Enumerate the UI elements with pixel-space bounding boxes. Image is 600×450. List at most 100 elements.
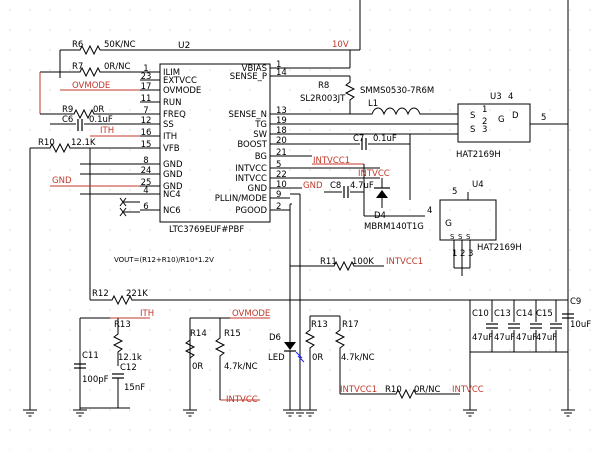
u4-lbl-s1: S: [450, 233, 455, 241]
resistor-r17[interactable]: R17 4.7k/NC: [334, 316, 375, 394]
c14-ref: C14: [516, 309, 533, 319]
u4-pin4: 4: [427, 206, 432, 216]
u4-pin1: 1: [452, 249, 457, 259]
net-10v-rail[interactable]: 10V: [100, 0, 361, 51]
r14-value: 0R: [192, 362, 203, 372]
u3-lbl-s1: S: [470, 111, 475, 121]
u4-part: HAT2169H: [477, 243, 522, 253]
ic-u2-refdes: U2: [178, 41, 190, 51]
u2-left-pin-name: NC6: [163, 206, 181, 216]
u2-left-pin-number: 6: [143, 202, 148, 212]
inductor-l1[interactable]: L1 SMMS0530-7R6M: [350, 86, 458, 116]
ic-u2-left-pins: ILIM1EXTVCC23OVMODE17RUN11FREQ7SS12ITH16…: [140, 64, 201, 216]
c13-ref: C13: [494, 309, 511, 319]
resistor-r10-fb[interactable]: R10 12.1K: [30, 138, 140, 154]
capacitor-c14[interactable]: C14 47uF: [516, 300, 542, 352]
resistor-r12[interactable]: R12 221K: [90, 289, 568, 306]
u2-right-pin-name: SENSE_N: [229, 110, 268, 120]
l1-value: SMMS0530-7R6M: [360, 86, 434, 96]
u2-right-pin-number: 14: [276, 68, 287, 78]
net-ovmode-r15: OVMODE: [232, 309, 270, 319]
r15-value: 4.7k/NC: [224, 362, 258, 372]
u4-lbl-g: G: [445, 219, 452, 229]
c15-value: 47uF: [536, 333, 557, 343]
resistor-r9[interactable]: R9 0R: [40, 105, 140, 120]
u2-right-pin-number: 20: [276, 136, 287, 146]
u4-pin5: 5: [452, 187, 457, 197]
c12-value: 15nF: [124, 383, 145, 393]
net-intvcc1-r11: INTVCC1: [386, 257, 423, 267]
u3-pin4: 4: [508, 92, 513, 102]
net-ith-left: ITH: [100, 126, 114, 136]
u2-right-pin-number: 2: [276, 202, 281, 212]
d4-ref: D4: [374, 211, 386, 221]
c12-ref: C12: [120, 363, 137, 373]
u3-lbl-d: D: [512, 111, 519, 121]
u2-right-pin-number: 18: [276, 126, 287, 136]
ground-symbol: [73, 409, 87, 417]
c7-ref: C7: [353, 134, 364, 144]
net-intvcc-r15: INTVCC: [226, 395, 258, 405]
u2-left-pin-number: 11: [141, 94, 152, 104]
capacitor-c12[interactable]: C12 15nF: [112, 363, 145, 408]
ground-symbols: [23, 409, 575, 417]
capacitor-c7[interactable]: C7 0.1uF: [353, 134, 410, 150]
resistor-r15[interactable]: R15 4.7k/NC: [214, 318, 258, 400]
capacitor-c8[interactable]: C8 4.7uF: [324, 181, 374, 198]
resistor-r13-intvcc[interactable]: R13 0R: [304, 316, 328, 410]
u2-right-pin-name: SENSE_P: [230, 72, 267, 82]
diode-d4[interactable]: D4 MBRM140T1G: [364, 178, 424, 232]
ic-u2[interactable]: U2 LTC3769EUF#PBF ILIM1EXTVCC23OVMODE17R…: [140, 41, 290, 235]
capacitor-c9[interactable]: C9 10uF: [562, 297, 591, 330]
ic-u2-partnumber: LTC3769EUF#PBF: [169, 225, 244, 235]
resistor-r13-comp[interactable]: R13 12.1k: [112, 318, 142, 366]
r12-value: 221K: [126, 289, 148, 299]
u2-right-pin-number: 13: [276, 106, 287, 116]
r14-ref: R14: [190, 329, 207, 339]
u2-right-pin-name: GND: [248, 184, 268, 194]
r12-ref: R12: [92, 289, 109, 299]
ground-symbol: [303, 409, 317, 417]
ground-symbol: [23, 409, 37, 417]
resistor-r11[interactable]: R11 100K INTVCC1: [290, 257, 423, 272]
u3-pin1: 1: [482, 105, 487, 115]
c9-ref: C9: [570, 297, 581, 307]
resistor-r7[interactable]: R7 0R/NC: [40, 62, 140, 78]
r10a-value: 12.1K: [71, 138, 96, 148]
capacitor-c13[interactable]: C13 47uF: [494, 300, 520, 352]
c11-value: 100pF: [82, 375, 109, 385]
r10b-value: 0R/NC: [414, 385, 441, 395]
u2-right-pin-number: 22: [276, 170, 287, 180]
l1-ref: L1: [368, 99, 378, 109]
u4-lbl-s2: S: [458, 233, 463, 241]
r8-ref: R8: [318, 81, 329, 91]
c14-value: 47uF: [516, 333, 537, 343]
mosfet-u3[interactable]: U3 4 S S G D 1 2 3 5 HAT2169H: [440, 92, 568, 160]
r17-value: 4.7k/NC: [341, 353, 375, 363]
capacitor-c11[interactable]: C11 100pF: [74, 351, 109, 385]
u2-right-pin-name: VBIAS: [242, 64, 267, 74]
u3-part: HAT2169H: [456, 150, 501, 160]
r10b-ref: R10: [385, 385, 402, 395]
u2-left-pin-number: 16: [141, 128, 152, 138]
capacitor-c6[interactable]: C6 0.1uF: [50, 115, 140, 131]
c6-value: 0.1uF: [89, 115, 113, 125]
c10-value: 47uF: [472, 333, 493, 343]
c13-value: 47uF: [494, 333, 515, 343]
c8-ref: C8: [330, 181, 341, 191]
u3-pin2: 2: [482, 117, 487, 127]
resistor-r8-sense[interactable]: R8 SL2R003JT: [300, 76, 356, 114]
u2-left-pin-number: 24: [141, 166, 152, 176]
u3-ref: U3: [490, 92, 502, 102]
mosfet-u4[interactable]: U4 5 4 G S S S 1 2 3 HAT2169H: [427, 180, 522, 276]
u2-right-pin-number: 21: [276, 148, 287, 158]
resistor-r14[interactable]: R14 0R: [184, 329, 207, 372]
resistor-r6[interactable]: R6 50K/NC: [60, 40, 136, 56]
led-d6[interactable]: D6 LED: [268, 333, 305, 410]
net-ith-r13: ITH: [140, 309, 154, 319]
resistor-r10-bottom[interactable]: INTVCC1 R10 0R/NC INTVCC: [340, 385, 484, 400]
u2-left-pin-name: GND: [163, 170, 183, 180]
r8-value: SL2R003JT: [300, 94, 346, 104]
